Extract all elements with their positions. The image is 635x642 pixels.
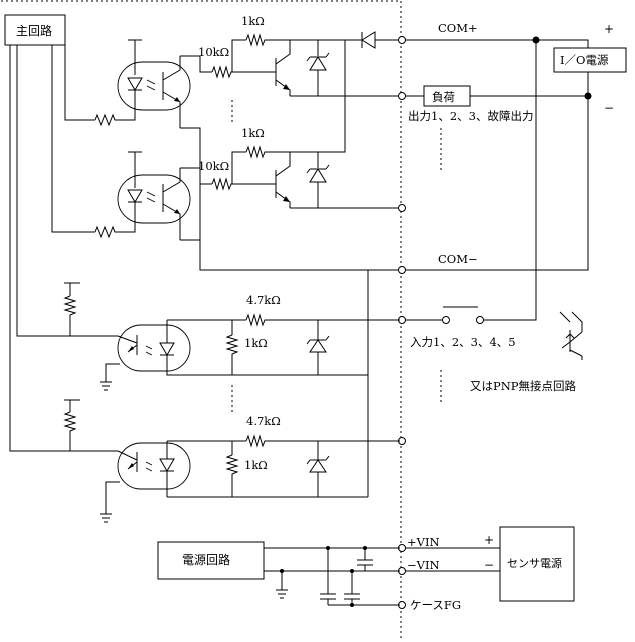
io-minus-label: − xyxy=(604,101,614,115)
resistor-47k-a xyxy=(245,313,400,327)
terminal-output[interactable] xyxy=(398,92,406,100)
resistor-10k-top-label: 10kΩ xyxy=(198,45,229,59)
resistor-1k-top-label: 1kΩ xyxy=(241,14,265,28)
resistor-1k-a-label: 1kΩ xyxy=(244,336,268,350)
terminal-com-minus[interactable] xyxy=(398,266,406,274)
resistor-47k-a-label: 4.7kΩ xyxy=(246,293,281,307)
zener-diode-in-1 xyxy=(306,320,330,375)
com-minus-label: COM− xyxy=(438,252,478,266)
resistor-10k-top xyxy=(211,65,248,79)
filter-cap-3 xyxy=(344,571,360,605)
power-circuit-label: 電源回路 xyxy=(182,552,230,567)
main-circuit-block: 主回路 xyxy=(4,14,66,46)
filter-cap-2 xyxy=(320,548,336,605)
resistor-1k-b-label: 1kΩ xyxy=(244,458,268,472)
terminal-output-2[interactable] xyxy=(398,204,406,212)
resistor-1k-mid-label: 1kΩ xyxy=(241,126,265,140)
resistor-47k-b xyxy=(245,434,400,448)
resistor-1k-mid xyxy=(245,145,290,159)
led-resistor-2 xyxy=(94,225,120,239)
pnp-transistor-icon xyxy=(559,311,583,360)
com-plus-label: COM+ xyxy=(438,21,478,35)
io-plus-label: + xyxy=(604,22,614,36)
zener-diode-out-1 xyxy=(306,40,330,96)
io-power-label: I／O電源 xyxy=(560,53,609,67)
input-pullup-resistor-2 xyxy=(63,411,77,446)
output-photocoupler-1 xyxy=(117,39,191,128)
resistor-1k-b xyxy=(225,454,239,497)
input-photocoupler-1 xyxy=(100,324,191,391)
sensor-power-block: センサ電源 xyxy=(499,526,575,602)
output-transistor-1 xyxy=(248,40,291,96)
io-power-supply: I／O電源 xyxy=(553,47,627,73)
inputs-note: 入力1、2、3、4、5 xyxy=(410,335,516,349)
input-pullup-resistor-1 xyxy=(63,295,77,330)
terminal-com-plus[interactable] xyxy=(398,36,406,44)
com-plus-diode xyxy=(345,31,400,49)
outputs-note: 出力1、2、3、故障出力 xyxy=(408,109,533,123)
resistor-1k-top xyxy=(245,33,290,47)
led-resistor-1 xyxy=(94,113,120,127)
resistor-10k-mid xyxy=(211,177,248,191)
output-photocoupler-2 xyxy=(117,151,191,240)
sensor-plus-label: + xyxy=(484,533,494,547)
vin-plus-label: +VIN xyxy=(407,535,440,549)
resistor-1k-a xyxy=(225,334,239,375)
resistor-10k-mid-label: 10kΩ xyxy=(198,159,229,173)
main-circuit-label: 主回路 xyxy=(16,23,52,38)
vin-minus-label: −VIN xyxy=(407,558,440,572)
zener-diode-in-2 xyxy=(306,441,330,497)
output-transistor-2 xyxy=(248,152,291,208)
resistor-47k-b-label: 4.7kΩ xyxy=(246,414,281,428)
load-block: 負荷 xyxy=(423,85,471,107)
input-switch xyxy=(405,306,490,324)
pnp-note: 又はPNP無接点回路 xyxy=(470,379,577,393)
zener-diode-out-2 xyxy=(306,152,330,208)
power-circuit-block: 電源回路 xyxy=(157,541,265,580)
sensor-minus-label: − xyxy=(484,558,494,572)
sensor-power-label: センサ電源 xyxy=(507,556,562,570)
load-label: 負荷 xyxy=(432,90,455,104)
input-photocoupler-2 xyxy=(100,441,191,523)
case-fg-label: ケースFG xyxy=(410,598,461,612)
filter-cap-1 xyxy=(357,548,373,571)
unit-boundary xyxy=(1,0,402,640)
